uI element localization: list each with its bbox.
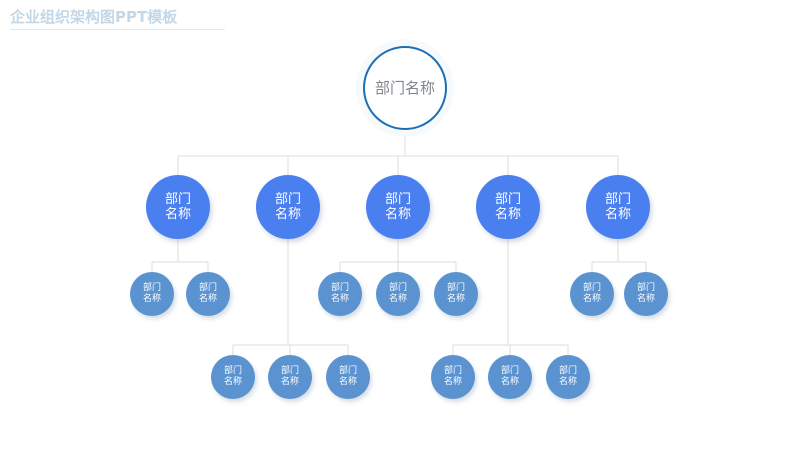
org-node-label: 名称 bbox=[582, 294, 601, 304]
org-node-label: 部门 bbox=[280, 366, 299, 376]
org-node-a3[interactable]: 部门名称 bbox=[366, 175, 430, 239]
org-node-b5[interactable]: 部门名称 bbox=[434, 272, 478, 316]
org-node-label: 部门 bbox=[446, 283, 465, 293]
org-node-label: 部门 bbox=[223, 366, 242, 376]
org-node-label: 名称 bbox=[330, 294, 349, 304]
org-node-c2[interactable]: 部门名称 bbox=[268, 355, 312, 399]
org-node-root[interactable]: 部门名称 bbox=[363, 46, 447, 130]
org-node-label: 名称 bbox=[500, 377, 519, 387]
org-node-c4[interactable]: 部门名称 bbox=[431, 355, 475, 399]
org-node-label: 名称 bbox=[494, 207, 521, 222]
org-node-a1[interactable]: 部门名称 bbox=[146, 175, 210, 239]
org-node-label: 名称 bbox=[280, 377, 299, 387]
org-node-label: 名称 bbox=[198, 294, 217, 304]
org-node-label: 名称 bbox=[384, 207, 411, 222]
org-node-b7[interactable]: 部门名称 bbox=[624, 272, 668, 316]
org-node-label: 部门 bbox=[636, 283, 655, 293]
title-underline-divider bbox=[10, 29, 225, 30]
org-node-c3[interactable]: 部门名称 bbox=[326, 355, 370, 399]
org-node-label: 部门 bbox=[142, 283, 161, 293]
org-node-label: 名称 bbox=[388, 294, 407, 304]
org-node-label: 部门 bbox=[558, 366, 577, 376]
org-node-label: 部门 bbox=[274, 192, 301, 207]
org-node-label: 名称 bbox=[223, 377, 242, 387]
org-node-label: 名称 bbox=[636, 294, 655, 304]
org-node-a4[interactable]: 部门名称 bbox=[476, 175, 540, 239]
org-node-label: 名称 bbox=[142, 294, 161, 304]
org-node-label: 部门 bbox=[330, 283, 349, 293]
org-node-label: 部门 bbox=[198, 283, 217, 293]
org-node-b3[interactable]: 部门名称 bbox=[318, 272, 362, 316]
org-node-label: 部门名称 bbox=[374, 78, 435, 97]
org-node-b1[interactable]: 部门名称 bbox=[130, 272, 174, 316]
org-node-label: 名称 bbox=[446, 294, 465, 304]
org-node-a2[interactable]: 部门名称 bbox=[256, 175, 320, 239]
org-node-label: 名称 bbox=[558, 377, 577, 387]
org-node-label: 部门 bbox=[388, 283, 407, 293]
page-title: 企业组织架构图PPT模板 bbox=[10, 8, 178, 26]
org-node-label: 名称 bbox=[274, 207, 301, 222]
org-node-label: 部门 bbox=[384, 192, 411, 207]
title-bar: 企业组织架构图PPT模板 bbox=[10, 8, 225, 30]
org-node-label: 名称 bbox=[164, 207, 191, 222]
org-node-a5[interactable]: 部门名称 bbox=[586, 175, 650, 239]
org-node-b6[interactable]: 部门名称 bbox=[570, 272, 614, 316]
org-node-label: 部门 bbox=[164, 192, 191, 207]
org-node-b2[interactable]: 部门名称 bbox=[186, 272, 230, 316]
org-node-label: 名称 bbox=[443, 377, 462, 387]
org-node-label: 名称 bbox=[338, 377, 357, 387]
org-node-c6[interactable]: 部门名称 bbox=[546, 355, 590, 399]
org-node-label: 部门 bbox=[494, 192, 521, 207]
org-node-label: 名称 bbox=[604, 207, 631, 222]
org-node-label: 部门 bbox=[582, 283, 601, 293]
org-node-label: 部门 bbox=[604, 192, 631, 207]
org-node-label: 部门 bbox=[338, 366, 357, 376]
org-node-c1[interactable]: 部门名称 bbox=[211, 355, 255, 399]
org-node-label: 部门 bbox=[443, 366, 462, 376]
org-node-b4[interactable]: 部门名称 bbox=[376, 272, 420, 316]
org-node-c5[interactable]: 部门名称 bbox=[488, 355, 532, 399]
org-node-label: 部门 bbox=[500, 366, 519, 376]
